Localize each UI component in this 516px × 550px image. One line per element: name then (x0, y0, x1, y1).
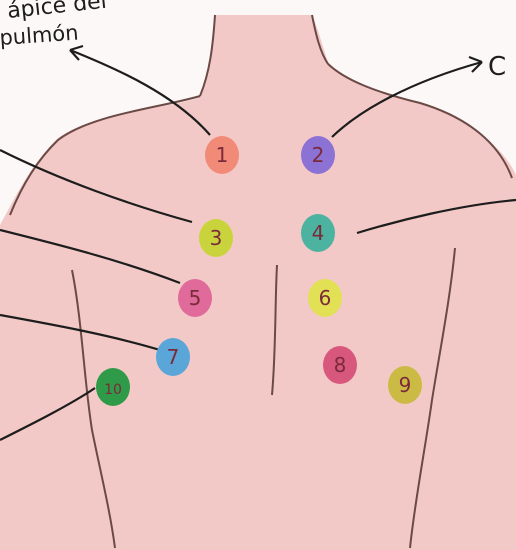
point-9-label: 9 (399, 373, 412, 397)
label-top-left-line2: pulmón (0, 21, 79, 50)
label-top-left-line1: ápice del (6, 0, 108, 24)
torso-skin (0, 15, 516, 550)
point-7-label: 7 (167, 345, 180, 369)
point-8-label: 8 (334, 353, 347, 377)
point-3-label: 3 (210, 226, 223, 250)
label-top-right: C (488, 52, 506, 82)
point-2-label: 2 (312, 143, 325, 167)
point-5-label: 5 (189, 286, 202, 310)
point-10-label: 10 (104, 382, 122, 398)
point-6-label: 6 (319, 286, 332, 310)
point-1-label: 1 (216, 143, 229, 167)
point-4-label: 4 (312, 221, 325, 245)
